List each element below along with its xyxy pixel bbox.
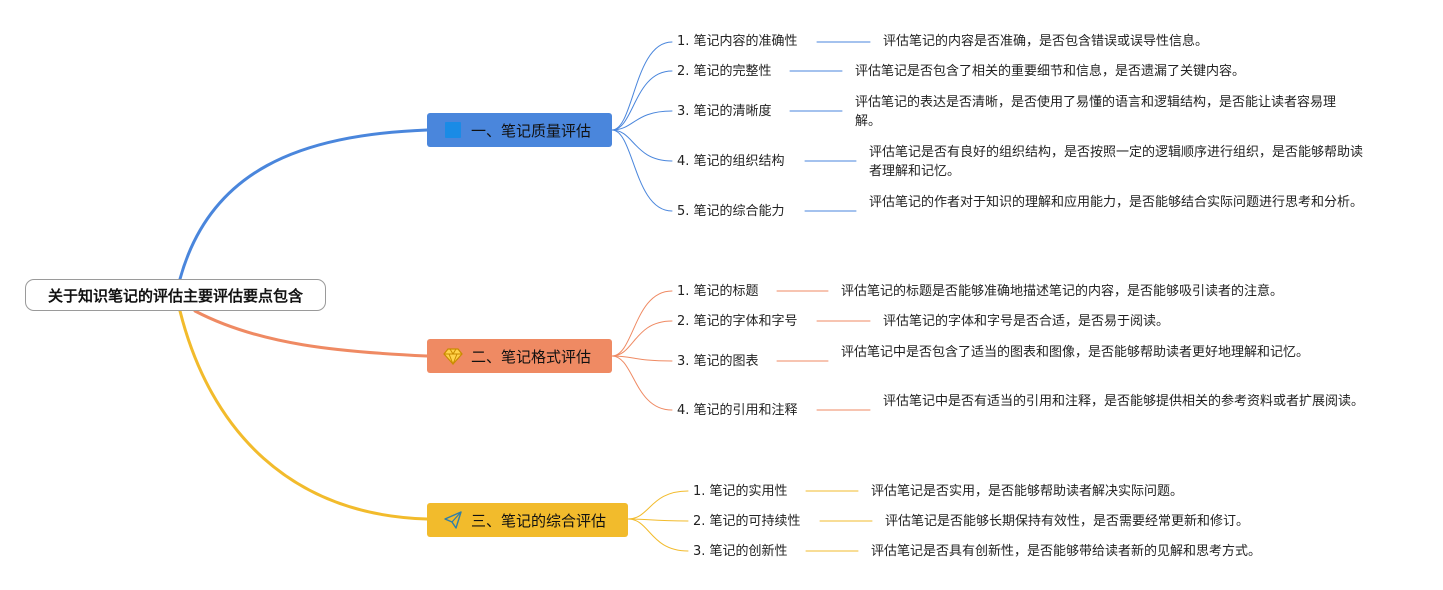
diamond-icon: [443, 346, 463, 366]
root-topic-label: 关于知识笔记的评估主要评估要点包含: [47, 286, 303, 305]
topic-accuracy[interactable]: 1. 笔记内容的准确性: [677, 34, 798, 49]
branch-label: 三、笔记的综合评估: [471, 511, 607, 530]
topic-font-size[interactable]: 2. 笔记的字体和字号: [677, 314, 798, 329]
topic-citations[interactable]: 4. 笔记的引用和注释: [677, 403, 798, 418]
topic-accuracy-desc: 评估笔记的内容是否准确，是否包含错误或误导性信息。: [883, 34, 1209, 49]
topic-comprehensive-ability[interactable]: 5. 笔记的综合能力: [677, 204, 785, 219]
connector-branch-1-item-1: [611, 41, 673, 131]
topic-clarity-desc: 评估笔记的表达是否清晰，是否使用了易懂的语言和逻辑结构，是否能让读者容易理解。: [855, 95, 1337, 129]
topic-font-size-desc: 评估笔记的字体和字号是否合适，是否易于阅读。: [883, 314, 1170, 329]
topic-title-desc: 评估笔记的标题是否能够准确地描述笔记的内容，是否能够吸引读者的注意。: [841, 284, 1284, 299]
paper-plane-icon: [443, 510, 463, 530]
topic-organization[interactable]: 4. 笔记的组织结构: [677, 154, 785, 169]
connector-branch-2-item-2: [611, 320, 673, 357]
branch-note-overall[interactable]: 三、笔记的综合评估: [427, 503, 628, 537]
topic-completeness-desc: 评估笔记是否包含了相关的重要细节和信息，是否遗漏了关键内容。: [855, 64, 1246, 79]
topic-comprehensive-ability-desc: 评估笔记的作者对于知识的理解和应用能力，是否能够结合实际问题进行思考和分析。: [869, 195, 1364, 210]
connector-branch-1-item-4: [611, 129, 673, 162]
connector-branch-3-item-1: [627, 490, 689, 520]
topic-practicality[interactable]: 1. 笔记的实用性: [693, 484, 788, 499]
topic-practicality-desc: 评估笔记是否实用，是否能够帮助读者解决实际问题。: [871, 484, 1184, 499]
topic-title[interactable]: 1. 笔记的标题: [677, 284, 759, 299]
topic-clarity[interactable]: 3. 笔记的清晰度: [677, 104, 772, 119]
topic-innovation[interactable]: 3. 笔记的创新性: [693, 544, 788, 559]
blue-square-icon: [443, 120, 463, 140]
root-topic[interactable]: 关于知识笔记的评估主要评估要点包含: [25, 279, 326, 311]
topic-charts-desc: 评估笔记中是否包含了适当的图表和图像，是否能够帮助读者更好地理解和记忆。: [841, 345, 1310, 360]
topic-innovation-desc: 评估笔记是否具有创新性，是否能够带给读者新的见解和思考方式。: [871, 544, 1262, 559]
connector-root-branch-3: [178, 309, 429, 521]
connector-branch-2-item-1: [611, 290, 673, 357]
topic-sustainability[interactable]: 2. 笔记的可持续性: [693, 514, 801, 529]
connector-branch-1-item-5: [611, 129, 673, 212]
topic-charts[interactable]: 3. 笔记的图表: [677, 354, 759, 369]
connector-branch-3-item-2: [627, 518, 689, 522]
topic-sustainability-desc: 评估笔记是否能够长期保持有效性，是否需要经常更新和修订。: [885, 514, 1250, 529]
connector-root-branch-1: [178, 128, 429, 281]
connector-branch-3-item-3: [627, 518, 689, 552]
branch-note-quality[interactable]: 一、笔记质量评估: [427, 113, 612, 147]
branch-label: 一、笔记质量评估: [471, 121, 592, 140]
topic-organization-desc: 评估笔记是否有良好的组织结构，是否按照一定的逻辑顺序进行组织，是否能够帮助读者理…: [869, 145, 1364, 179]
connector-branch-2-item-3: [611, 355, 673, 362]
branch-note-format[interactable]: 二、笔记格式评估: [427, 339, 612, 373]
connector-root-branch-2: [193, 309, 429, 358]
branch-label: 二、笔记格式评估: [471, 347, 592, 366]
topic-citations-desc: 评估笔记中是否有适当的引用和注释，是否能够提供相关的参考资料或者扩展阅读。: [883, 394, 1365, 409]
connector-branch-1-item-2: [611, 70, 673, 131]
topic-completeness[interactable]: 2. 笔记的完整性: [677, 64, 772, 79]
connector-branch-2-item-4: [611, 355, 673, 411]
connector-branch-1-item-3: [611, 110, 673, 131]
